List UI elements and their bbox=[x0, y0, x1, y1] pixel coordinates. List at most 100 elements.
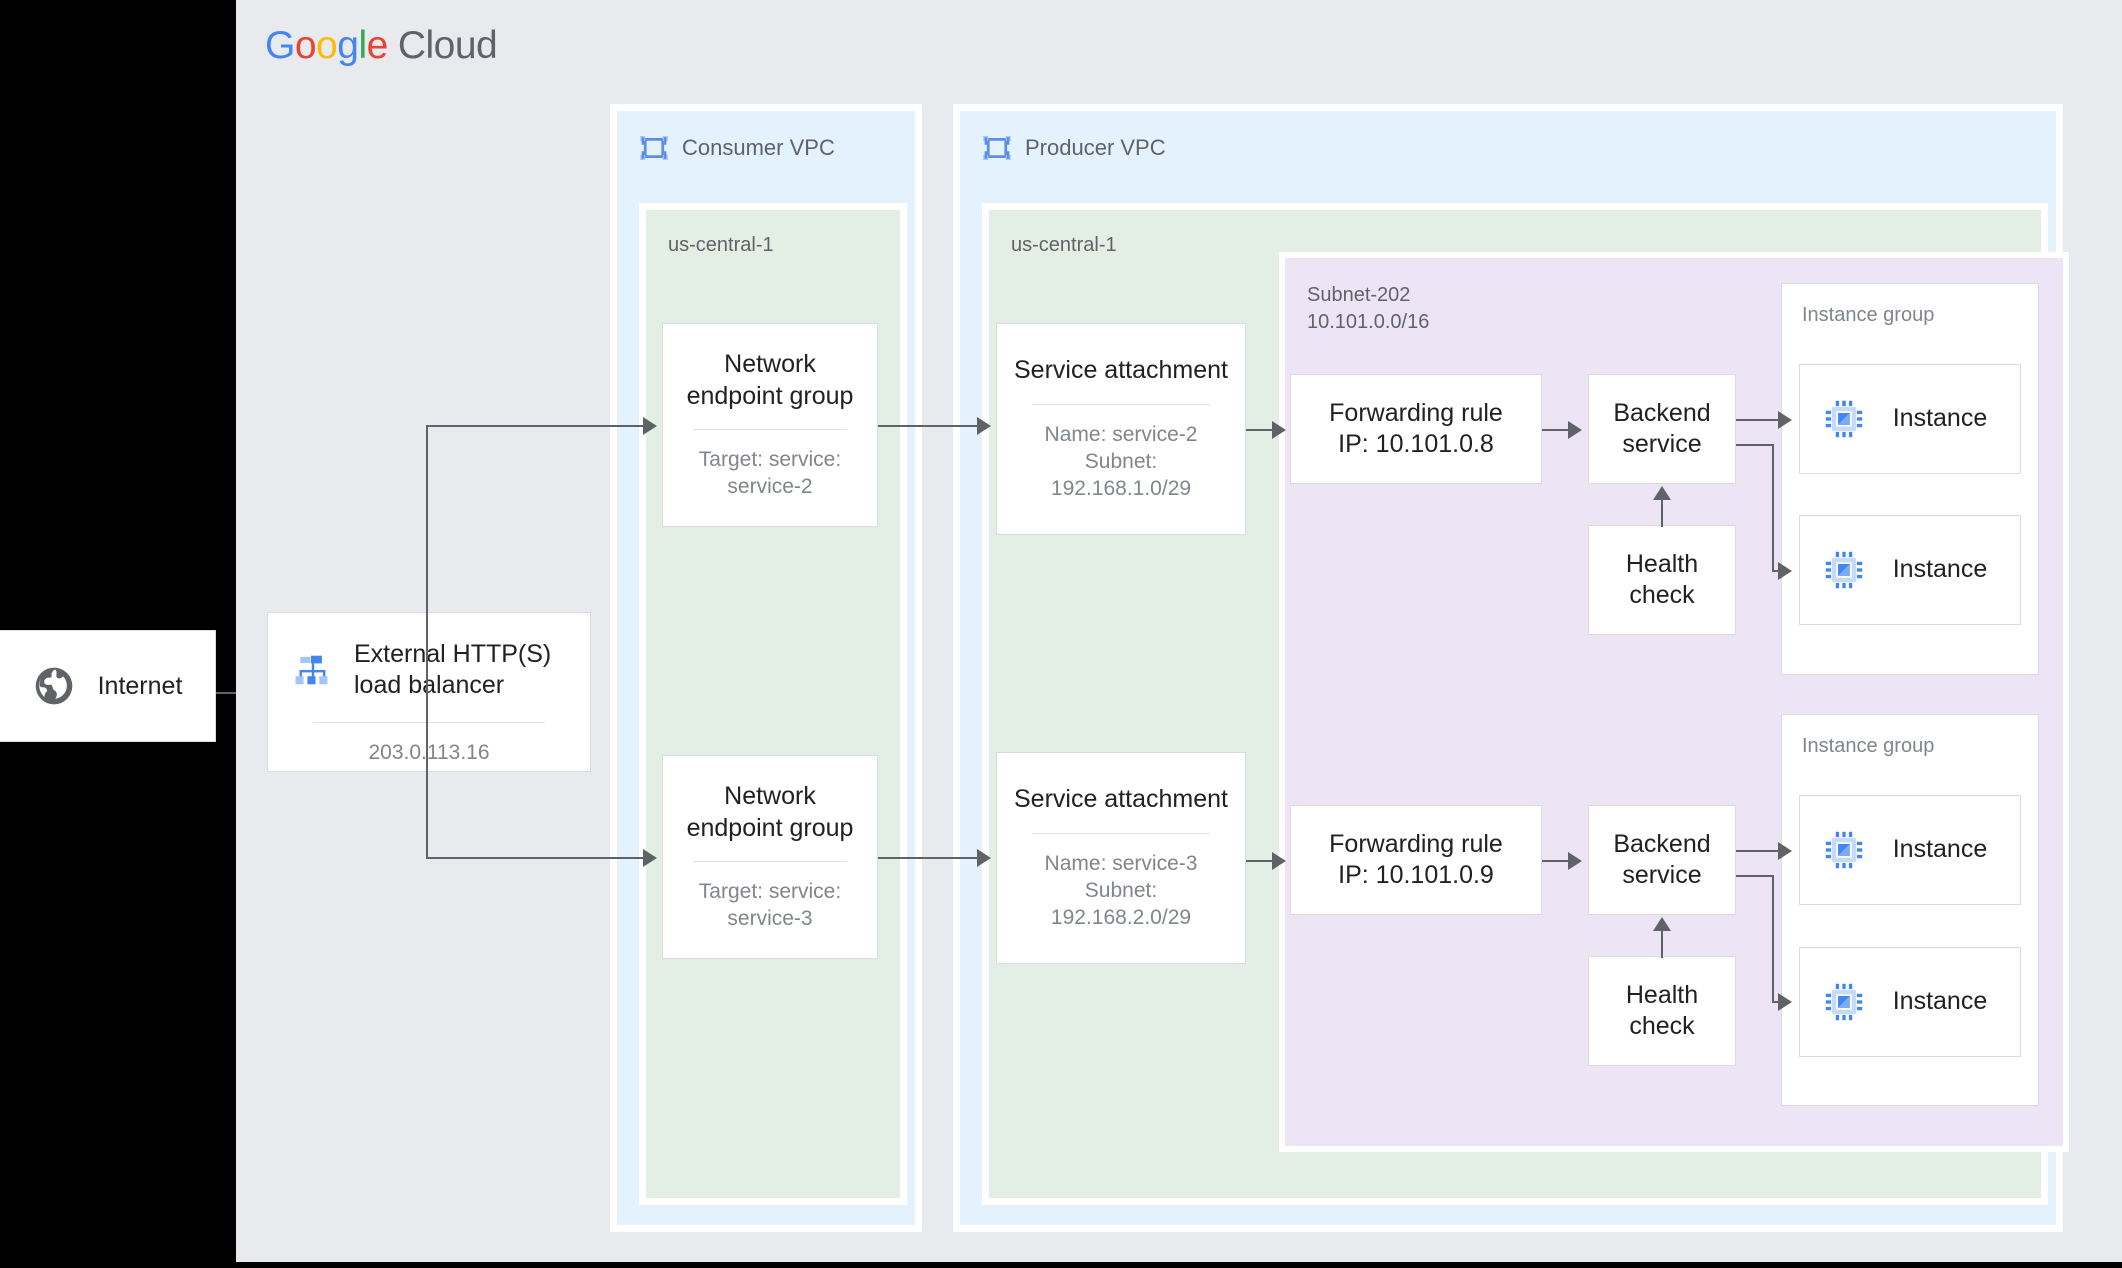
instance-card-2b: Instance bbox=[1799, 947, 2021, 1057]
health-check-text-2: Health check bbox=[1625, 980, 1699, 1040]
producer-vpc-header: Producer VPC bbox=[982, 133, 1166, 163]
backend-service-text-2: Backend service bbox=[1613, 829, 1711, 889]
arrowhead-lb-to-neg1 bbox=[643, 417, 657, 435]
connector-sa1-to-fr1 bbox=[1246, 429, 1278, 431]
arrowhead-neg1-to-sa1 bbox=[977, 417, 991, 435]
connector-hc1-to-bs1 bbox=[1661, 495, 1663, 527]
globe-icon bbox=[32, 664, 76, 708]
instance-chip-icon bbox=[1823, 829, 1865, 871]
logo-letter-g2: g bbox=[337, 24, 359, 67]
load-balancer-title: External HTTP(S) load balancer bbox=[354, 640, 552, 700]
connector-bs1-to-inst1b-seg1 bbox=[1736, 444, 1774, 446]
connector-fr2-to-bs2 bbox=[1542, 860, 1574, 862]
arrowhead-bs2-to-inst2a bbox=[1778, 842, 1792, 860]
arrowhead-fr2-to-bs2 bbox=[1568, 852, 1582, 870]
card-divider bbox=[1031, 403, 1211, 405]
instance-card-1b: Instance bbox=[1799, 515, 2021, 625]
neg-title-1: Network endpoint group bbox=[686, 350, 854, 410]
instance-label-2b: Instance bbox=[1892, 987, 1988, 1016]
consumer-vpc-header: Consumer VPC bbox=[639, 133, 835, 163]
logo-letter-g1: G bbox=[265, 24, 295, 67]
backend-service-text-1: Backend service bbox=[1613, 398, 1711, 458]
subnet-name: Subnet-202 bbox=[1307, 284, 1411, 306]
arrowhead-bs2-to-inst2b bbox=[1778, 993, 1792, 1011]
connector-lb-to-neg1 bbox=[426, 425, 648, 427]
internet-label: Internet bbox=[97, 671, 183, 700]
backend-service-card-2: Backend service bbox=[1588, 805, 1736, 915]
connector-fr1-to-bs1 bbox=[1542, 429, 1574, 431]
instance-label-1a: Instance bbox=[1892, 404, 1988, 433]
subnet-cidr: 10.101.0.0/16 bbox=[1307, 311, 1430, 333]
instance-chip-icon bbox=[1823, 398, 1865, 440]
load-balancer-card: External HTTP(S) load balancer 203.0.113… bbox=[267, 612, 591, 772]
connector-bs1-to-inst1a bbox=[1736, 419, 1784, 421]
instance-card-1a: Instance bbox=[1799, 364, 2021, 474]
arrowhead-hc1-to-bs1 bbox=[1653, 486, 1671, 500]
connector-lb-trunk bbox=[426, 425, 428, 859]
neg-sub-2: Target: service: service-3 bbox=[698, 879, 842, 931]
service-attachment-title-2: Service attachment bbox=[1014, 785, 1228, 814]
health-check-text-1: Health check bbox=[1625, 549, 1699, 609]
instance-group-label-2: Instance group bbox=[1802, 735, 1935, 757]
forwarding-rule-card-2: Forwarding rule IP: 10.101.0.9 bbox=[1290, 805, 1542, 915]
neg-title-2: Network endpoint group bbox=[686, 782, 854, 842]
service-attachment-sub-2: Name: service-3 Subnet: 192.168.2.0/29 bbox=[1044, 851, 1198, 930]
connector-hc2-to-bs2 bbox=[1661, 926, 1663, 958]
instance-label-2a: Instance bbox=[1892, 835, 1988, 864]
connector-bs2-to-inst2a bbox=[1736, 850, 1784, 852]
logo-letter-e: e bbox=[366, 24, 389, 67]
vpc-icon bbox=[982, 133, 1012, 163]
internet-node: Internet bbox=[0, 630, 216, 742]
arrowhead-bs1-to-inst1b bbox=[1778, 562, 1792, 580]
card-divider bbox=[692, 860, 848, 862]
connector-bs2-to-inst2b-seg2 bbox=[1772, 875, 1774, 1002]
logo-letter-l: l bbox=[358, 24, 367, 67]
network-endpoint-group-card-1: Network endpoint group Target: service: … bbox=[662, 323, 878, 527]
service-attachment-card-2: Service attachment Name: service-3 Subne… bbox=[996, 752, 1246, 964]
producer-region-label: us-central-1 bbox=[1011, 234, 1117, 256]
instance-card-2a: Instance bbox=[1799, 795, 2021, 905]
card-divider bbox=[1031, 832, 1211, 834]
arrowhead-fr1-to-bs1 bbox=[1568, 421, 1582, 439]
connector-neg2-to-sa2 bbox=[878, 857, 982, 859]
arrowhead-sa2-to-fr2 bbox=[1272, 852, 1286, 870]
card-divider bbox=[313, 721, 545, 723]
vpc-icon bbox=[639, 133, 669, 163]
health-check-card-2: Health check bbox=[1588, 956, 1736, 1066]
arrowhead-lb-to-neg2 bbox=[643, 849, 657, 867]
arrowhead-neg2-to-sa2 bbox=[977, 849, 991, 867]
health-check-card-1: Health check bbox=[1588, 525, 1736, 635]
subnet-label: Subnet-202 10.101.0.0/16 bbox=[1307, 282, 1429, 336]
logo-letter-o1: o bbox=[294, 24, 317, 67]
instance-group-label-1: Instance group bbox=[1802, 304, 1935, 326]
connector-sa2-to-fr2 bbox=[1246, 860, 1278, 862]
connector-neg1-to-sa1 bbox=[878, 425, 982, 427]
connector-lb-to-neg2 bbox=[426, 857, 648, 859]
arrowhead-bs1-to-inst1a bbox=[1778, 411, 1792, 429]
logo-word-cloud: Cloud bbox=[397, 24, 498, 67]
forwarding-rule-text-1: Forwarding rule IP: 10.101.0.8 bbox=[1329, 398, 1503, 458]
arrowhead-hc2-to-bs2 bbox=[1653, 917, 1671, 931]
network-endpoint-group-card-2: Network endpoint group Target: service: … bbox=[662, 755, 878, 959]
instance-chip-icon bbox=[1823, 549, 1865, 591]
service-attachment-card-1: Service attachment Name: service-2 Subne… bbox=[996, 323, 1246, 535]
forwarding-rule-card-1: Forwarding rule IP: 10.101.0.8 bbox=[1290, 374, 1542, 484]
backend-service-card-1: Backend service bbox=[1588, 374, 1736, 484]
connector-bs2-to-inst2b-seg1 bbox=[1736, 875, 1774, 877]
neg-sub-1: Target: service: service-2 bbox=[698, 447, 842, 499]
connector-bs1-to-inst1b-seg2 bbox=[1772, 444, 1774, 571]
instance-label-1b: Instance bbox=[1892, 555, 1988, 584]
consumer-vpc-title: Consumer VPC bbox=[682, 135, 835, 160]
load-balancer-icon bbox=[290, 648, 334, 692]
producer-vpc-title: Producer VPC bbox=[1025, 135, 1166, 160]
consumer-region-label: us-central-1 bbox=[668, 234, 774, 256]
card-divider bbox=[692, 428, 848, 430]
service-attachment-sub-1: Name: service-2 Subnet: 192.168.1.0/29 bbox=[1044, 422, 1198, 501]
instance-chip-icon bbox=[1823, 981, 1865, 1023]
logo-letter-o2: o bbox=[316, 24, 338, 67]
arrowhead-sa1-to-fr1 bbox=[1272, 421, 1286, 439]
forwarding-rule-text-2: Forwarding rule IP: 10.101.0.9 bbox=[1329, 829, 1503, 889]
service-attachment-title-1: Service attachment bbox=[1014, 356, 1228, 385]
